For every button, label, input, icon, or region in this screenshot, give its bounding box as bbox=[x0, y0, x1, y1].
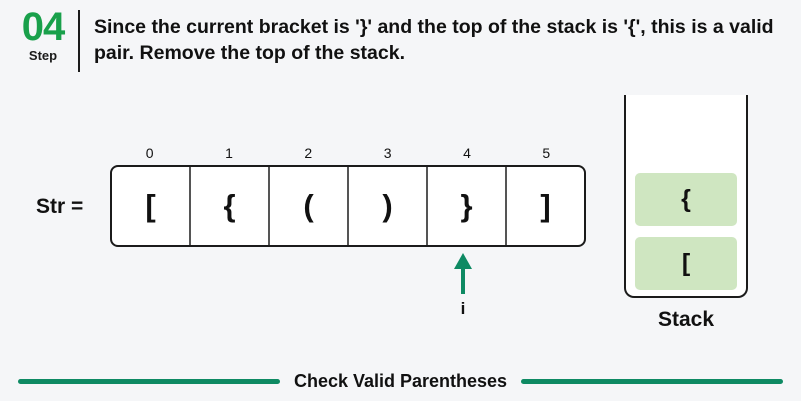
array-index-5: 5 bbox=[542, 145, 551, 161]
footer-rule-left bbox=[18, 378, 280, 384]
array-cell-0: [ bbox=[112, 167, 191, 245]
step-number: 04 bbox=[21, 5, 66, 49]
array-cell-5: ] bbox=[540, 188, 551, 223]
header-divider bbox=[78, 10, 80, 72]
array-box: [ { ( ) } ] bbox=[110, 165, 586, 247]
stack-label: Stack bbox=[657, 308, 715, 331]
array-cell-2: ( bbox=[270, 167, 349, 245]
step-instruction: Since the current bracket is '}' and the… bbox=[94, 16, 774, 64]
array-index-0: 0 bbox=[145, 145, 154, 161]
pointer-label: i bbox=[460, 299, 466, 318]
array-index-row: 0 1 2 3 4 5 bbox=[110, 143, 586, 165]
array-index-3: 3 bbox=[383, 145, 392, 161]
step-word: Step bbox=[28, 48, 58, 63]
footer-title: Check Valid Parentheses bbox=[293, 370, 508, 391]
array-index-4: 4 bbox=[463, 145, 471, 161]
stack-panel: { [ Stack bbox=[624, 95, 748, 332]
array-cell-4: } bbox=[428, 167, 507, 245]
stack-cell-top: { bbox=[635, 173, 737, 226]
string-array: 0 1 2 3 4 5 [ { ( ) } ] bbox=[110, 143, 586, 247]
array-index-2: 2 bbox=[304, 145, 313, 161]
array-cell-1: { bbox=[191, 167, 270, 245]
arrow-up-icon bbox=[449, 252, 477, 294]
index-pointer: i bbox=[449, 252, 477, 318]
stack-cell-bottom: [ bbox=[635, 237, 737, 290]
array-cell-3: ) bbox=[349, 167, 428, 245]
header: 04 Step Since the current bracket is '}'… bbox=[0, 0, 801, 86]
footer: Check Valid Parentheses bbox=[0, 366, 801, 396]
footer-rule-right bbox=[521, 378, 784, 384]
string-label: Str = bbox=[36, 195, 84, 218]
stack-container: { [ bbox=[624, 95, 748, 298]
array-index-1: 1 bbox=[225, 145, 233, 161]
step-badge: 04 Step bbox=[12, 7, 74, 64]
